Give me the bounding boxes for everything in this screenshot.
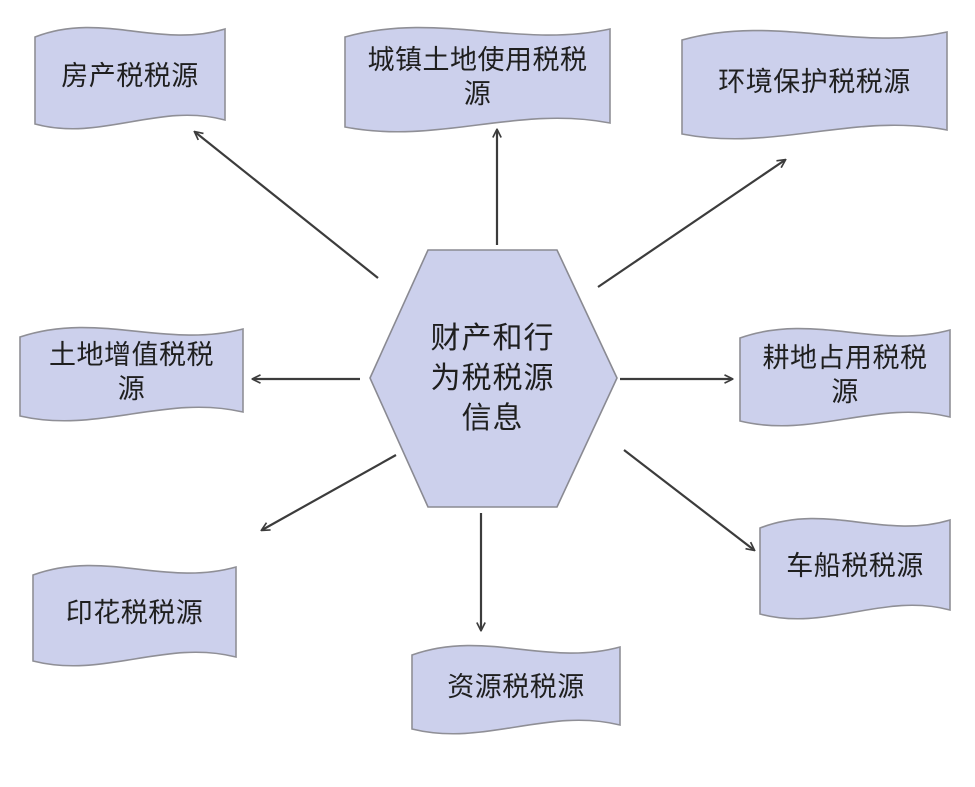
banner-resource-tax xyxy=(411,644,621,735)
node-label-land-value-added-tax: 土地增值税税 源 xyxy=(49,339,214,405)
node-label-resource-tax: 资源税税源 xyxy=(447,672,585,703)
banner-environmental-protection-tax xyxy=(681,29,948,140)
node-label-environmental-protection-tax: 环境保护税税源 xyxy=(718,67,911,98)
arrow-to-vehicle-vessel-tax xyxy=(623,449,754,550)
banner-stamp-tax xyxy=(32,564,237,667)
node-label-property-tax: 房产税税源 xyxy=(61,60,199,92)
banner-urban-land-use-tax xyxy=(344,26,611,133)
center-hexagon xyxy=(369,249,618,508)
banners-layer xyxy=(19,26,951,735)
arrows-layer xyxy=(195,130,785,630)
arrow-to-stamp-tax xyxy=(262,454,397,530)
banner-farmland-occupation-tax xyxy=(739,327,951,427)
banner-vehicle-vessel-tax xyxy=(759,517,951,620)
node-label-vehicle-vessel-tax: 车船税税源 xyxy=(786,551,924,582)
node-label-urban-land-use-tax: 城镇土地使用税税 源 xyxy=(367,45,588,110)
banner-property-tax xyxy=(34,26,226,130)
center-label: 财产和行 为税税源 信息 xyxy=(430,321,555,436)
node-label-farmland-occupation-tax: 耕地占用税税 源 xyxy=(762,342,928,408)
arrow-to-environmental-protection-tax xyxy=(597,160,785,288)
arrow-to-property-tax xyxy=(195,132,379,279)
banner-land-value-added-tax xyxy=(19,326,244,422)
node-label-stamp-tax: 印花税税源 xyxy=(65,598,204,629)
